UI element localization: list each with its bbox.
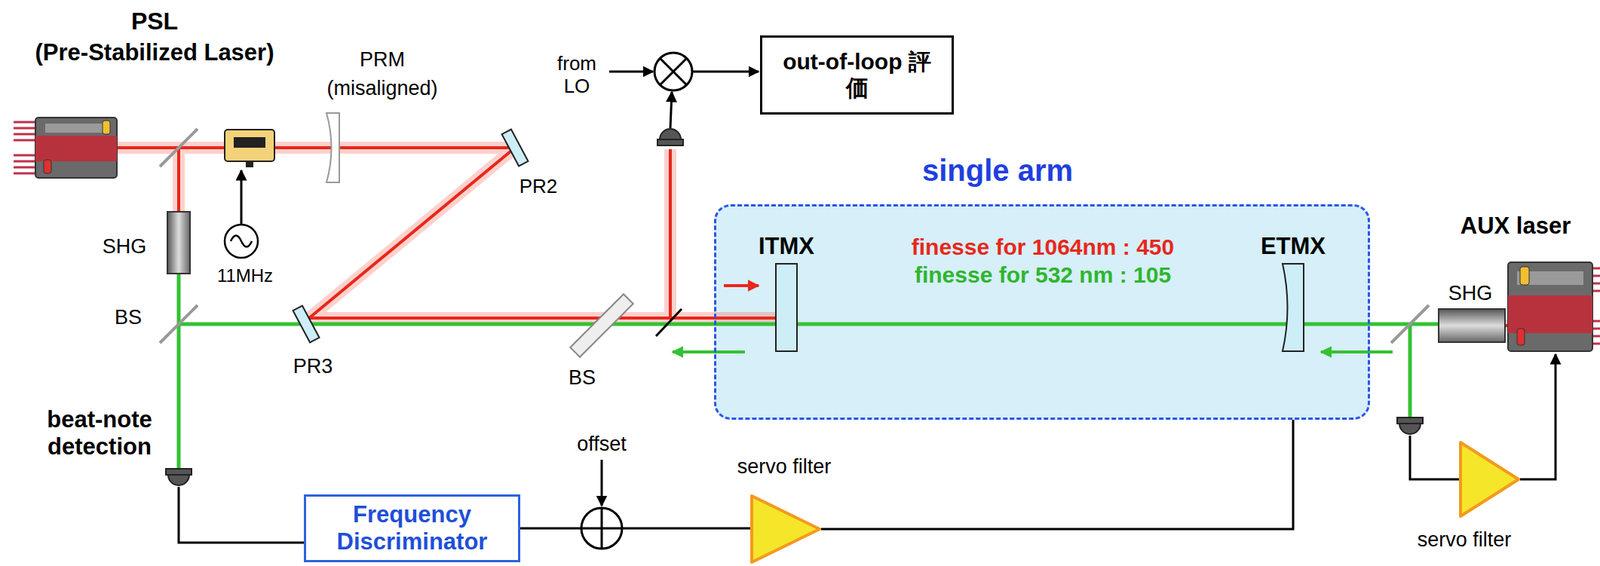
node-shape: [750, 494, 822, 564]
signal-connector: [520, 527, 751, 531]
beam-arrow: [1321, 350, 1393, 354]
signal-wire: [1520, 354, 1556, 480]
part-label: PR2: [519, 175, 558, 199]
node-text: ITMX: [758, 232, 815, 261]
node-text: out-of-loop 評価: [781, 49, 933, 102]
signal-wire: [609, 70, 653, 74]
evaluation-box: out-of-loop 評価: [760, 35, 954, 115]
part-label: offset: [576, 432, 627, 457]
beam-arrow: [723, 284, 759, 288]
beam-splitter: [570, 294, 633, 357]
node-shape: [1281, 263, 1305, 353]
node-text: finesse for 532 nm : 105: [914, 262, 1171, 289]
shg-crystal: [1438, 309, 1505, 343]
arm-fill: [714, 204, 1371, 420]
node-text: servo filter: [737, 455, 832, 479]
signal-wire: [670, 91, 672, 129]
mirror: [293, 306, 320, 344]
filter-triangle: [1460, 442, 1519, 517]
shg-crystal: [167, 211, 191, 274]
servo-filter: servo filter: [750, 494, 822, 564]
part-label: (misaligned): [326, 76, 438, 101]
part-label: 11MHz: [217, 265, 273, 287]
node-text: ETMX: [1260, 232, 1326, 261]
prm-mirror: [326, 113, 340, 183]
node-text: Frequency Discriminator: [310, 501, 515, 555]
beam-splitter: [1391, 305, 1429, 344]
part-label: BS: [114, 306, 142, 330]
laser-symbol: [13, 117, 117, 178]
discriminator-box: Frequency Discriminator: [303, 494, 521, 563]
part-label: BS: [568, 366, 596, 390]
part-label: SHG: [102, 235, 148, 259]
filter-triangle: [751, 496, 820, 563]
mixer-symbol: [654, 52, 693, 91]
arm-region: single armfinesse for 1064nm : 450finess…: [714, 204, 1371, 420]
input-mirror: ITMX: [775, 263, 798, 353]
part-label: PSL: [131, 7, 178, 36]
beam-splitter: [159, 128, 198, 167]
part-label: beat-note detection: [24, 406, 175, 460]
region-title: single arm: [922, 153, 1073, 188]
part-label: PRM: [359, 48, 405, 72]
signal-wire: [600, 459, 604, 506]
mirror: [502, 129, 529, 167]
node-text: finesse for 1064nm : 450: [911, 234, 1175, 261]
node-shape: [1459, 441, 1521, 519]
node-shape: [775, 263, 798, 353]
mirror-body: [775, 263, 797, 352]
rf-drive: [240, 170, 243, 224]
mirror-body: [1282, 263, 1304, 352]
part-label: from LO: [546, 52, 607, 99]
green-beam: [178, 273, 1439, 469]
summing-junction: [581, 508, 623, 549]
signal-wire: [178, 487, 304, 543]
node-text: servo filter: [1417, 528, 1512, 552]
signal-wire: [1409, 435, 1460, 480]
beam-arrow: [672, 350, 745, 354]
pickoff-mirror: [655, 309, 682, 337]
servo-filter: servo filter: [1459, 441, 1521, 519]
laser-symbol: [1508, 262, 1600, 352]
end-mirror: ETMX: [1281, 263, 1305, 353]
part-label: PR3: [293, 355, 334, 379]
beam-splitter: [159, 305, 198, 344]
part-label: SHG: [1448, 281, 1493, 306]
signal-wire: [692, 70, 759, 74]
oscillator-symbol: [224, 224, 258, 258]
part-label: (Pre-Stabilized Laser): [35, 39, 275, 67]
photodetector: [165, 128, 1423, 486]
eom-symbol: [224, 129, 275, 168]
part-label: AUX laser: [1460, 212, 1571, 240]
